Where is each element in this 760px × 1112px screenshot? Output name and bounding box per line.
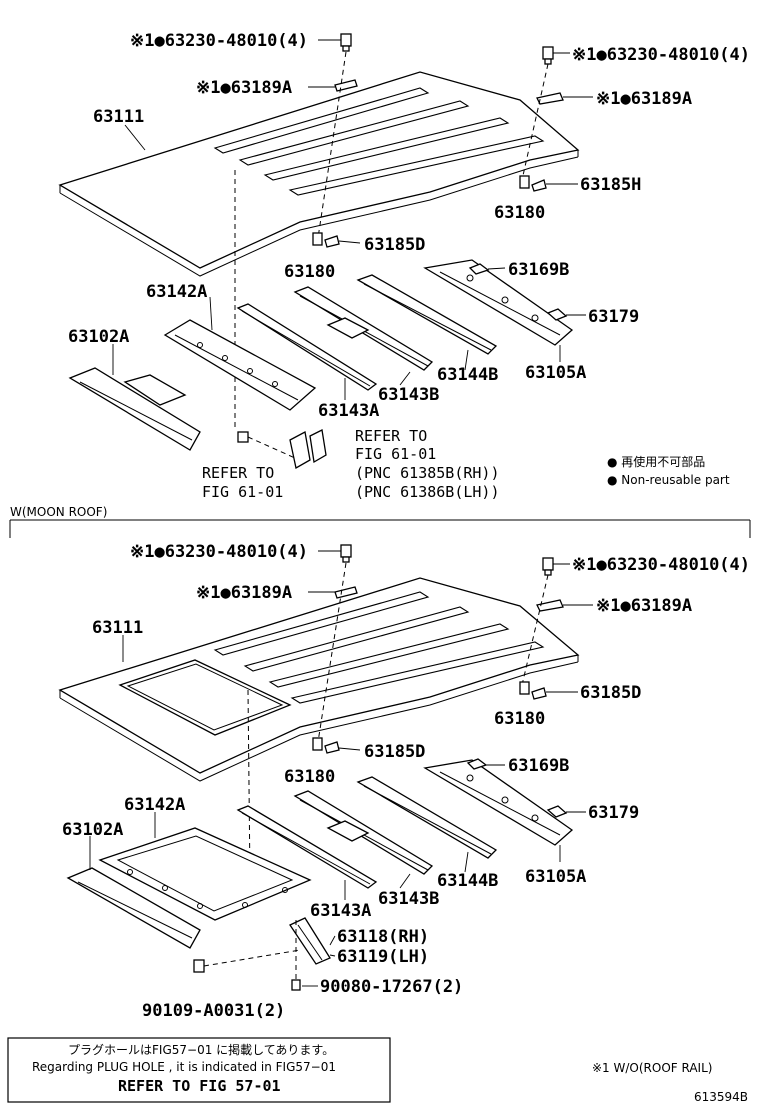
reinforcement-143b-moon-part xyxy=(293,790,434,875)
label-reinf-143b-top: 63143B xyxy=(378,385,439,405)
label-clip-right-top: ※1●63189A xyxy=(596,89,692,109)
label-bracket-right-top: 63185H xyxy=(580,175,641,195)
section-moon-roof: W(MOON ROOF) xyxy=(9,505,751,538)
bolt-left-moon-part xyxy=(340,544,352,563)
clip-right-moon-part xyxy=(536,599,564,612)
header-rear-part xyxy=(423,259,574,346)
clip-left-moon-part xyxy=(334,586,358,599)
sunroof-frame-part xyxy=(98,827,312,921)
screw-part xyxy=(291,979,301,991)
clip-left-part xyxy=(334,79,358,92)
section-title: W(MOON ROOF) xyxy=(10,505,107,519)
clip-rear-moon-part xyxy=(546,805,568,818)
label-bolt-left-bottom: ※1●63230-48010(4) xyxy=(130,542,308,562)
label-bracket-left-top: 63185D xyxy=(364,235,425,255)
top-diagram: ※1●63230-48010(4) ※1●63230-48010(4) ※1●6… xyxy=(58,31,750,501)
bolt-left-part xyxy=(340,33,352,52)
refer-right-line2: FIG 61-01 xyxy=(355,445,436,463)
label-header-rear-bottom: 63105A xyxy=(525,867,586,887)
roof-panel-part xyxy=(58,71,580,277)
bottom-diagram: ※1●63230-48010(4) ※1●63230-48010(4) ※1●6… xyxy=(58,542,750,1021)
label-nut-left-bottom: 63180 xyxy=(284,767,335,787)
label-nut-right-bottom: 63180 xyxy=(494,709,545,729)
bolt-right-moon-part xyxy=(542,557,554,576)
label-reinf-143a-top: 63143A xyxy=(318,401,379,421)
header-front-moon-part xyxy=(66,867,201,949)
label-clip-rear-top: 63179 xyxy=(588,307,639,327)
panel-front-part xyxy=(163,319,317,411)
bracket-left-part xyxy=(312,232,340,248)
footer-figure-id: 613594B xyxy=(694,1090,748,1104)
refer-right-line1: REFER TO xyxy=(355,427,427,445)
label-bolt-right-top: ※1●63230-48010(4) xyxy=(572,45,750,65)
label-reinf-143a-bottom: 63143A xyxy=(310,901,371,921)
bolt-right-part xyxy=(542,46,554,65)
label-panel-front-bottom: 63142A xyxy=(124,795,185,815)
label-reinf-144b-bottom: 63144B xyxy=(437,871,498,891)
reinforcement-143b-part xyxy=(293,286,434,371)
label-clip-rear-bottom: 63179 xyxy=(588,803,639,823)
pad-part xyxy=(468,263,490,275)
label-clip-left-top: ※1●63189A xyxy=(196,78,292,98)
refer-left-line1: REFER TO xyxy=(202,464,274,482)
footer-condition: ※1 W/O(ROOF RAIL) xyxy=(592,1061,712,1075)
header-front-part xyxy=(68,367,201,451)
clip-rear-part xyxy=(546,308,568,321)
label-reinf-143b-bottom: 63143B xyxy=(378,889,439,909)
label-bracket-left-bottom: 63185D xyxy=(364,742,425,762)
bolt-bottom-part xyxy=(193,959,205,973)
legend-line2: ● Non-reusable part xyxy=(607,473,730,487)
refer-right-line4: (PNC 61386B(LH)) xyxy=(355,483,500,501)
bolt-refer-part xyxy=(237,431,249,443)
reinforcement-143a-part xyxy=(236,303,378,391)
label-roof-panel-top: 63111 xyxy=(93,107,144,127)
label-header-front-bottom: 63102A xyxy=(62,820,123,840)
refer-right-line3: (PNC 61385B(RH)) xyxy=(355,464,500,482)
reinforcement-144b-part xyxy=(356,274,498,355)
label-pad-top: 63169B xyxy=(508,260,569,280)
label-bracket-right-bottom: 63185D xyxy=(580,683,641,703)
bracket-right-part xyxy=(519,175,547,192)
legend-line1: ● 再使用不可部品 xyxy=(607,454,705,469)
label-screw: 90080-17267(2) xyxy=(320,977,463,997)
label-nut-left-top: 63180 xyxy=(284,262,335,282)
refer-left-line2: FIG 61-01 xyxy=(202,483,283,501)
label-clip-right-bottom: ※1●63189A xyxy=(596,596,692,616)
reinforcement-143a-moon-part xyxy=(236,805,378,889)
label-header-front-top: 63102A xyxy=(68,327,129,347)
note-line2: Regarding PLUG HOLE , it is indicated in… xyxy=(32,1060,336,1074)
label-clip-left-bottom: ※1●63189A xyxy=(196,583,292,603)
label-panel-front-top: 63142A xyxy=(146,282,207,302)
bracket-right-moon-part xyxy=(519,681,547,700)
label-bolt-right-bottom: ※1●63230-48010(4) xyxy=(572,555,750,575)
label-header-rear-top: 63105A xyxy=(525,363,586,383)
hinge-refer-part xyxy=(289,429,327,470)
reinforcement-144b-moon-part xyxy=(356,776,498,859)
label-roof-panel-bottom: 63111 xyxy=(92,618,143,638)
label-nut-right-top: 63180 xyxy=(494,203,545,223)
label-bolt-bottom: 90109-A0031(2) xyxy=(142,1001,285,1021)
label-pad-bottom: 63169B xyxy=(508,756,569,776)
label-bracket-rh: 63118(RH) xyxy=(337,927,429,947)
note-box: プラグホールはFIG57−01 に掲載してあります。 Regarding PLU… xyxy=(7,1037,391,1103)
label-bracket-lh: 63119(LH) xyxy=(337,947,429,967)
bracket-left-moon-part xyxy=(312,737,340,754)
label-reinf-144b-top: 63144B xyxy=(437,365,498,385)
label-bolt-left-top: ※1●63230-48010(4) xyxy=(130,31,308,51)
note-line3: REFER TO FIG 57-01 xyxy=(118,1077,281,1095)
note-line1: プラグホールはFIG57−01 に掲載してあります。 xyxy=(68,1042,334,1057)
bracket-rh-lh-part xyxy=(289,917,331,965)
header-rear-moon-part xyxy=(423,759,574,846)
